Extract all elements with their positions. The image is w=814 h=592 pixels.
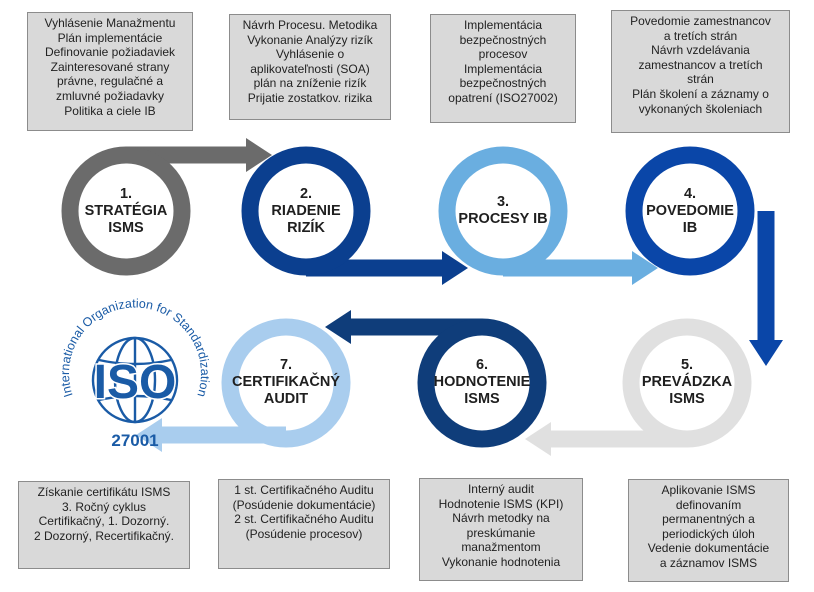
box-line: bezpečnostných (459, 76, 547, 91)
box-line: Vedenie dokumentácie (647, 541, 770, 556)
box-line: manažmentom (461, 540, 541, 555)
box-line: Povedomie zamestnancov (630, 14, 771, 28)
ring-step-4 (625, 146, 755, 276)
box-line: Hodnotenie ISMS (KPI) (438, 496, 564, 511)
step-title-line: POVEDOMIE (646, 203, 734, 219)
step-title-line: PREVÁDZKA (641, 374, 733, 390)
box-line: Aplikovanie ISMS (661, 483, 756, 497)
box-line: 2 st. Certifikačného Auditu (234, 512, 374, 527)
box-line: Certifikačný, 1. Dozorný. (38, 514, 170, 529)
ring-step-2 (241, 146, 371, 276)
box-line: Vyhlásenie o (275, 47, 345, 62)
box-line: Politika a ciele IB (64, 103, 156, 118)
step-title-line: STRATÉGIA (84, 203, 168, 219)
box-line: bezpečnostných (459, 32, 547, 47)
description-box-step-5: Aplikovanie ISMS definovaním permanentný… (628, 479, 789, 582)
ring-step-1 (61, 146, 191, 276)
description-box-step-6: Interný audit Hodnotenie ISMS (KPI) Návr… (419, 478, 583, 581)
step-title-line: ISMS (108, 220, 144, 236)
box-line: Návrh metodky na (452, 511, 550, 526)
step-title-line: RIADENIE (271, 203, 341, 219)
box-line: vykonaných školeniach (638, 101, 763, 116)
step-2-label: 2. RIADENIE RIZÍK (256, 186, 356, 237)
description-box-step-1: Vyhlásenie Manažmentu Plán implementácie… (27, 12, 193, 131)
box-line: periodických úloh (662, 526, 755, 541)
box-line: 1 st. Certifikačného Auditu (234, 483, 374, 497)
box-line: Interný audit (467, 482, 535, 496)
box-line: Plán školení a záznamy o (632, 86, 769, 101)
ring-step-5 (622, 318, 752, 448)
iso-acronym: ISO (94, 356, 177, 409)
box-line: Návrh Procesu. Metodika (242, 18, 378, 32)
box-line: zmluvné požiadavky (55, 88, 165, 103)
step-title-line: PROCESY IB (458, 211, 548, 227)
box-line: 2 Dozorný, Recertifikačný. (33, 528, 175, 543)
step-title-line: HODNOTENIE (433, 374, 531, 390)
step-number: 5. (680, 357, 694, 373)
step-number: 6. (475, 357, 489, 373)
box-line: procesov (478, 47, 528, 62)
description-box-certificate: Získanie certifikátu ISMS 3. Ročný cyklu… (18, 481, 190, 569)
box-line: 3. Ročný cyklus (61, 499, 147, 514)
box-line: aplikovateľnosti (SOA) (250, 61, 370, 76)
box-line: Návrh vzdelávania (651, 43, 750, 58)
box-line: opatrení (ISO27002) (448, 90, 558, 105)
box-line: Plán implementácie (57, 30, 163, 45)
box-line: a záznamov ISMS (659, 555, 758, 570)
step-5-label: 5. PREVÁDZKA ISMS (637, 357, 737, 408)
step-3-label: 3. PROCESY IB (453, 194, 553, 228)
box-line: a tretích strán (663, 28, 738, 43)
description-box-step-2: Návrh Procesu. Metodika Vykonanie Analýz… (229, 14, 391, 120)
step-1-label: 1. STRATÉGIA ISMS (76, 186, 176, 237)
box-line: Vykonanie Analýzy rizík (247, 32, 373, 47)
box-line: Vykonanie hodnotenia (441, 554, 561, 569)
box-line: Implementácia (463, 61, 543, 76)
globe-icon (91, 336, 179, 424)
step-number: 1. (119, 186, 133, 202)
box-line: permanentných a (662, 512, 755, 527)
iso-standard-number: 27001 (111, 431, 158, 450)
step-4-label: 4. POVEDOMIE IB (640, 186, 740, 237)
box-line: Definovanie požiadaviek (44, 45, 176, 60)
step-number: 2. (299, 186, 313, 202)
ring-step-7 (221, 318, 351, 448)
box-line: definovaním (675, 497, 742, 512)
box-line: Implementácia (463, 18, 543, 32)
step-7-label: 7. CERTIFIKAČNÝ AUDIT (226, 357, 346, 408)
description-box-step-7: 1 st. Certifikačného Auditu (Posúdenie d… (218, 479, 390, 569)
ring-step-6 (417, 318, 547, 448)
step-title-line: CERTIFIKAČNÝ (232, 374, 340, 390)
box-line: právne, regulačné a (56, 74, 164, 89)
description-box-step-4: Povedomie zamestnancov a tretích strán N… (611, 10, 790, 133)
ring-step-3 (438, 146, 568, 276)
box-line: Zainteresované strany (50, 59, 170, 74)
step-number: 7. (279, 357, 293, 373)
box-line: plán na zníženie rizík (253, 76, 367, 91)
box-line: strán (687, 72, 714, 87)
description-box-step-3: Implementácia bezpečnostných procesov Im… (430, 14, 576, 123)
box-line: (Posúdenie dokumentácie) (232, 497, 376, 512)
box-line: Vyhlásenie Manažmentu (44, 16, 176, 30)
box-line: zamestnancov a tretích (638, 57, 763, 72)
step-6-label: 6. HODNOTENIE ISMS (427, 357, 537, 408)
step-number: 3. (496, 194, 510, 210)
step-title-line: RIZÍK (287, 220, 325, 236)
step-number: 4. (683, 186, 697, 202)
arrow-4-to-5 (749, 211, 783, 366)
box-line: (Posúdenie procesov) (245, 526, 363, 541)
box-line: preskúmanie (466, 525, 536, 540)
step-title-line: ISMS (464, 391, 500, 407)
step-title-line: IB (682, 220, 698, 236)
step-title-line: ISMS (669, 391, 705, 407)
box-line: Prijatie zostatkov. rizika (247, 90, 373, 105)
box-line: Získanie certifikátu ISMS (37, 485, 171, 499)
step-title-line: AUDIT (263, 391, 309, 407)
